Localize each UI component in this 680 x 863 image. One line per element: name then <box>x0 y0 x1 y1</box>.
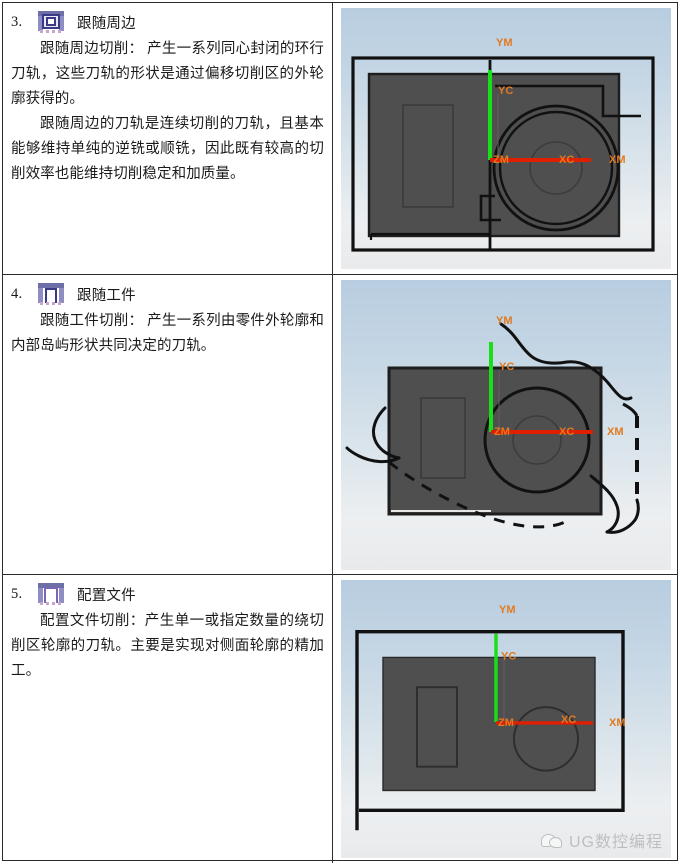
axis-label-xc: XC <box>561 714 576 726</box>
axis-label-zm: ZM <box>494 426 510 438</box>
row-text-cell: 3. 跟随周边 跟随周边切削： 产生一系列同心封闭的环行刀轨，这些刀轨的形状是通… <box>3 3 333 274</box>
axis-label-xm: XM <box>607 426 624 438</box>
row-title: 跟随周边 <box>77 15 136 32</box>
axis-label-ym: YM <box>496 315 513 327</box>
follow-part-icon <box>37 282 67 306</box>
table-row: 5. 配置文件 配置文件切削：产生单一或指定数量的绕切削区轮廓的刀轨。主要是实现… <box>3 574 677 863</box>
profile-toolpath-view: YM YC ZM XC XM UG数控编程 <box>341 580 671 858</box>
row-paragraph: 配置文件切削：产生单一或指定数量的绕切削区轮廓的刀轨。主要是实现对侧面轮廓的精加… <box>11 613 324 679</box>
row-paragraph: 跟随周边切削： 产生一系列同心封闭的环行刀轨，这些刀轨的形状是通过偏移切削区的外… <box>11 41 324 107</box>
axis-label-xm: XM <box>609 717 625 729</box>
table-row: 4. 跟随工件 跟随工件切削： 产生一系列由零件外轮廓和内部岛屿形状共同决定的刀… <box>3 274 677 575</box>
row-heading: 5. 配置文件 <box>11 581 324 607</box>
axis-label-yc: YC <box>501 650 516 662</box>
row-image-cell: YM YC ZM XC XM <box>333 3 677 274</box>
axis-label-xc: XC <box>559 154 574 166</box>
row-number: 5. <box>11 585 23 602</box>
row-paragraph: 跟随周边的刀轨是连续切削的刀轨，且基本能够维持单纯的逆铣或顺铣，因此既有较高的切… <box>11 116 324 182</box>
axis-label-xc: XC <box>559 426 574 438</box>
cad-graphics: YM YC ZM XC XM <box>345 315 640 534</box>
axis-label-ym: YM <box>499 604 515 616</box>
row-text-cell: 5. 配置文件 配置文件切削：产生单一或指定数量的绕切削区轮廓的刀轨。主要是实现… <box>3 575 333 863</box>
row-text-cell: 4. 跟随工件 跟随工件切削： 产生一系列由零件外轮廓和内部岛屿形状共同决定的刀… <box>3 275 333 575</box>
follow-periphery-toolpath-view: YM YC ZM XC XM <box>341 8 671 269</box>
watermark: UG数控编程 <box>540 828 663 852</box>
axis-label-xm: XM <box>609 154 626 166</box>
axis-label-yc: YC <box>498 85 513 97</box>
row-title: 跟随工件 <box>77 287 136 304</box>
table-row: 3. 跟随周边 跟随周边切削： 产生一系列同心封闭的环行刀轨，这些刀轨的形状是通… <box>3 3 677 274</box>
watermark-text: UG数控编程 <box>568 834 663 851</box>
row-number: 4. <box>11 285 23 302</box>
axis-label-yc: YC <box>499 361 514 373</box>
row-heading: 3. 跟随周边 <box>11 9 324 35</box>
profile-icon <box>37 582 67 606</box>
row-image-cell: YM YC ZM XC XM UG数控编程 <box>333 575 677 863</box>
axis-label-zm: ZM <box>498 717 514 729</box>
row-number: 3. <box>11 13 23 30</box>
cad-graphics: YM YC ZM XC XM <box>351 37 655 252</box>
row-heading: 4. 跟随工件 <box>11 281 324 307</box>
cad-graphics: YM YC ZM XC XM <box>355 604 625 831</box>
follow-part-toolpath-view: YM YC ZM XC XM <box>341 280 671 570</box>
follow-periphery-icon <box>37 10 67 34</box>
row-title: 配置文件 <box>77 587 136 604</box>
row-paragraph: 跟随工件切削： 产生一系列由零件外轮廓和内部岛屿形状共同决定的刀轨。 <box>11 313 324 354</box>
row-image-cell: YM YC ZM XC XM <box>333 275 677 575</box>
axis-label-ym: YM <box>496 37 513 49</box>
wechat-icon <box>540 832 563 848</box>
axis-label-zm: ZM <box>493 154 509 166</box>
